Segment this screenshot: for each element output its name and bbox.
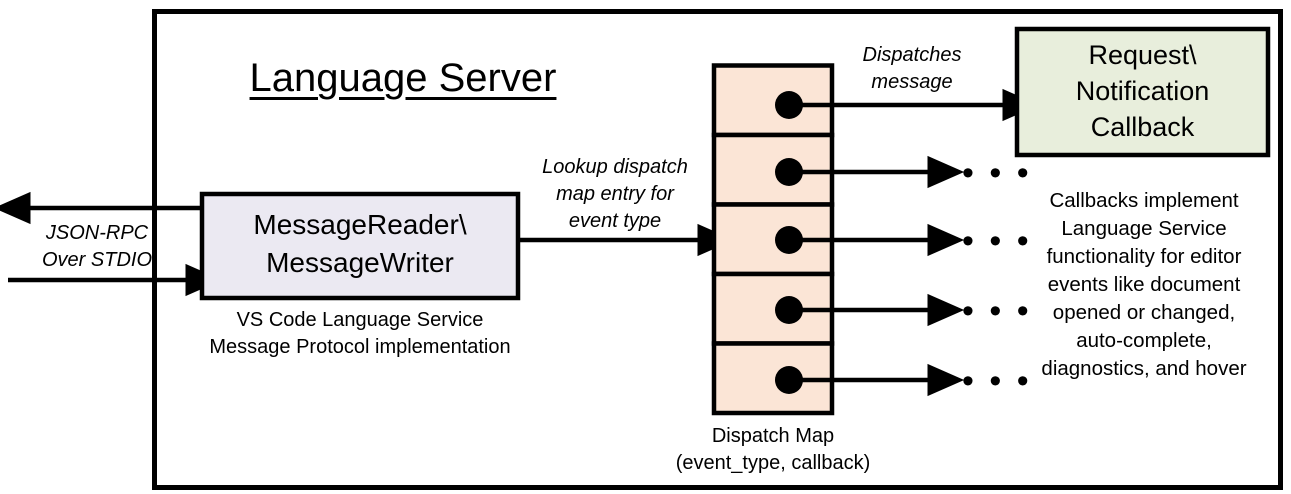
dispatches-annotation-line2: message <box>871 71 953 93</box>
message-reader-writer-box[interactable] <box>199 191 521 301</box>
lookup-annotation-line2: map entry for <box>556 183 674 205</box>
ellipsis-row-5: • • • <box>962 362 1032 400</box>
callback-label-line3: Callback <box>1090 112 1195 142</box>
message-writer-label: MessageWriter <box>266 247 454 278</box>
callback-description-line7: diagnostics, and hover <box>1041 357 1247 380</box>
callback-label-line1: Request\ <box>1088 40 1197 70</box>
lookup-annotation-line1: Lookup dispatch <box>542 156 688 178</box>
message-reader-label: MessageReader\ <box>253 209 467 240</box>
ellipsis-row-4: • • • <box>962 292 1032 330</box>
callback-description-line1: Callbacks implement <box>1049 189 1239 212</box>
dispatch-map-caption-line1: Dispatch Map <box>711 425 835 447</box>
dispatch-map-table[interactable] <box>711 63 835 416</box>
callback-description-line2: Language Service <box>1061 217 1227 240</box>
jsonrpc-label-line2: Over STDIO <box>41 249 152 271</box>
message-io-caption-line2: Message Protocol implementation <box>209 336 511 358</box>
page-title: Language Server <box>249 56 557 100</box>
dispatch-row-1-dot <box>775 91 803 119</box>
dispatch-row-5-dot <box>775 366 803 394</box>
dispatch-row-2-dot <box>775 158 803 186</box>
callback-description-line6: auto-complete, <box>1076 329 1212 352</box>
callback-label-line2: Notification <box>1075 76 1210 106</box>
dispatches-annotation-line1: Dispatches <box>862 44 962 66</box>
callback-description-line5: opened or changed, <box>1052 301 1236 324</box>
ellipsis-row-2: • • • <box>962 154 1032 192</box>
language-server-container <box>152 9 1283 490</box>
request-notification-callback-box[interactable] <box>1014 26 1271 158</box>
dispatch-map-caption-line2: (event_type, callback) <box>675 452 871 474</box>
callback-description-line3: functionality for editor <box>1046 245 1242 268</box>
ellipsis-row-3: • • • <box>962 222 1032 260</box>
dispatch-map-row-1[interactable] <box>711 63 835 138</box>
lookup-annotation-line3: event type <box>568 210 662 232</box>
dispatch-row-4-dot <box>775 296 803 324</box>
callback-description-line4: events like document <box>1047 273 1241 296</box>
message-io-caption-line1: VS Code Language Service <box>236 309 484 331</box>
dispatch-row-3-dot <box>775 226 803 254</box>
jsonrpc-label-line1: JSON-RPC <box>45 222 149 244</box>
